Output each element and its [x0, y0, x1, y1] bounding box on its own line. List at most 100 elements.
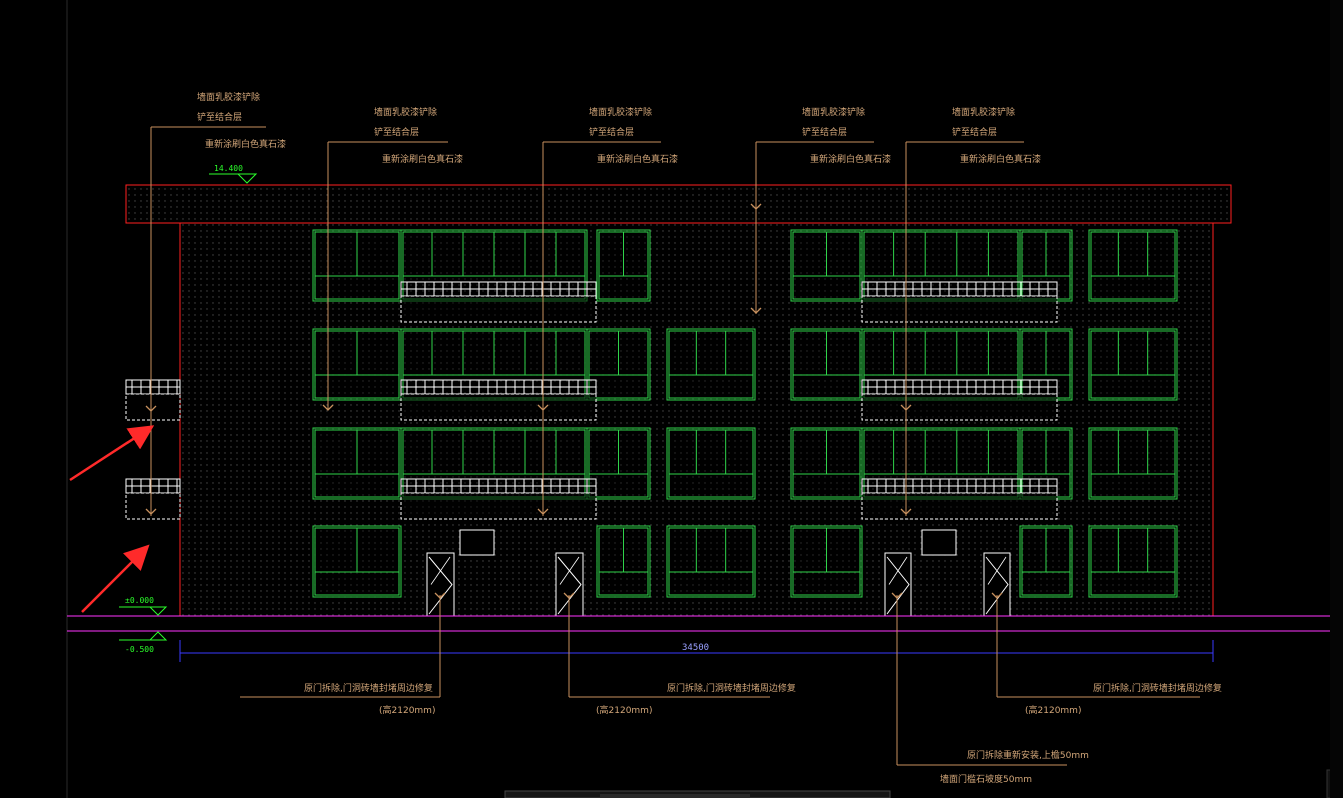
- door-swing: [428, 556, 453, 615]
- chevron-down-icon: [750, 307, 762, 314]
- window-frame: [1088, 427, 1178, 500]
- window: [666, 427, 756, 500]
- door-swing: [886, 556, 910, 615]
- chevron-down-icon: [322, 404, 334, 411]
- chevron-down-icon: [145, 405, 157, 412]
- wall-note-line1: 墙面乳胶漆铲除: [802, 106, 865, 118]
- balcony-slab: [861, 492, 1058, 520]
- balcony: [861, 281, 1058, 323]
- balcony: [125, 379, 181, 421]
- window-inner-frame: [1090, 527, 1176, 596]
- window: [312, 328, 402, 401]
- triangle-up-icon: [148, 631, 168, 641]
- window: [790, 328, 863, 401]
- wall-note-line2: 铲至结合层: [802, 126, 847, 138]
- balcony-group: [125, 281, 1058, 520]
- window: [1019, 525, 1073, 598]
- door-note-3-height: (高2120mm): [1025, 704, 1081, 716]
- window: [312, 525, 402, 598]
- window: [400, 328, 588, 401]
- window-inner-frame: [1090, 231, 1176, 300]
- window-inner-frame: [1090, 429, 1176, 498]
- window: [312, 427, 402, 500]
- door-note-3: 原门拆除,门洞砖墙封堵周边修复 (高2120mm): [996, 595, 1222, 716]
- wall-note-line1: 墙面乳胶漆铲除: [589, 106, 652, 118]
- wall-note-line2: 铲至结合层: [374, 126, 419, 138]
- red-arrow-icon: [69, 425, 155, 482]
- wall-note-repaint: 重新涂刷白色真石漆: [382, 153, 463, 165]
- balcony-slab: [400, 492, 597, 520]
- chevron-down-icon: [900, 404, 912, 411]
- balcony-slab: [125, 393, 181, 421]
- balcony: [861, 478, 1058, 520]
- red-arrow-icon: [81, 544, 150, 613]
- wall-note-line1: 墙面乳胶漆铲除: [197, 91, 260, 103]
- balcony-slab: [125, 492, 181, 520]
- window: [1088, 525, 1178, 598]
- window-inner-frame: [668, 330, 754, 399]
- window-inner-frame: [668, 527, 754, 596]
- top-notes: 墙面乳胶漆铲除铲至结合层重新涂刷白色真石漆墙面乳胶漆铲除铲至结合层重新涂刷白色真…: [145, 91, 1041, 599]
- door-note-2: 原门拆除,门洞砖墙封堵周边修复 (高2120mm): [568, 595, 796, 716]
- door-note-4: 原门拆除重新安装,上檐50mm 墙面门槛石坡度50mm: [896, 595, 1089, 785]
- chevron-down-icon: [750, 203, 762, 210]
- door: [884, 552, 912, 617]
- window: [586, 328, 651, 401]
- door-note-2-text: 原门拆除,门洞砖墙封堵周边修复: [667, 682, 796, 694]
- wall-note-repaint: 重新涂刷白色真石漆: [205, 138, 286, 150]
- window: [400, 229, 588, 302]
- balcony: [125, 478, 181, 520]
- window: [1019, 427, 1073, 500]
- balcony-slab: [861, 393, 1058, 421]
- overall-dimension: 34500: [179, 640, 1214, 662]
- window-inner-frame: [668, 429, 754, 498]
- level-exterior-text: -0.500: [125, 645, 154, 654]
- wall-note-line2: 铲至结合层: [952, 126, 997, 138]
- door-swing: [559, 556, 580, 585]
- window: [400, 427, 588, 500]
- door-swing: [557, 556, 582, 615]
- door-swing: [985, 556, 1009, 615]
- window: [790, 525, 863, 598]
- window-inner-frame: [1090, 330, 1176, 399]
- door-swing: [430, 556, 451, 585]
- door-note-4-threshold: 墙面门槛石坡度50mm: [940, 773, 1032, 785]
- window: [596, 229, 651, 302]
- wall-note-line1: 墙面乳胶漆铲除: [374, 106, 437, 118]
- window-frame: [666, 427, 756, 500]
- chevron-down-icon: [537, 404, 549, 411]
- vent-opening: [921, 529, 957, 556]
- chevron-down-icon: [537, 508, 549, 515]
- window-frame: [666, 525, 756, 598]
- wall-note-repaint: 重新涂刷白色真石漆: [960, 153, 1041, 165]
- level-exterior: -0.500: [119, 631, 168, 654]
- wall-note-repaint: 重新涂刷白色真石漆: [597, 153, 678, 165]
- window: [586, 427, 651, 500]
- door-note-3-text: 原门拆除,门洞砖墙封堵周边修复: [1093, 682, 1222, 694]
- wall-note-line2: 铲至结合层: [589, 126, 634, 138]
- window-frame: [1088, 229, 1178, 302]
- dimension-text: 34500: [682, 643, 709, 653]
- window: [596, 525, 651, 598]
- door-note-4-text: 原门拆除重新安装,上檐50mm: [967, 749, 1089, 761]
- door-swing: [987, 556, 1007, 585]
- chevron-down-icon: [900, 508, 912, 515]
- window: [1019, 328, 1073, 401]
- bottom-strip-tab: [600, 794, 750, 798]
- triangle-down-icon: [236, 173, 258, 184]
- roof-parapet: [125, 184, 1232, 224]
- level-ground: ±0.000: [119, 596, 168, 616]
- balcony: [400, 478, 597, 520]
- wall-note-line2: 铲至结合层: [197, 111, 242, 123]
- door-frame: [884, 552, 912, 617]
- window: [790, 427, 863, 500]
- balcony-slab: [400, 393, 597, 421]
- chevron-down-icon: [145, 508, 157, 515]
- level-ground-text: ±0.000: [125, 596, 154, 605]
